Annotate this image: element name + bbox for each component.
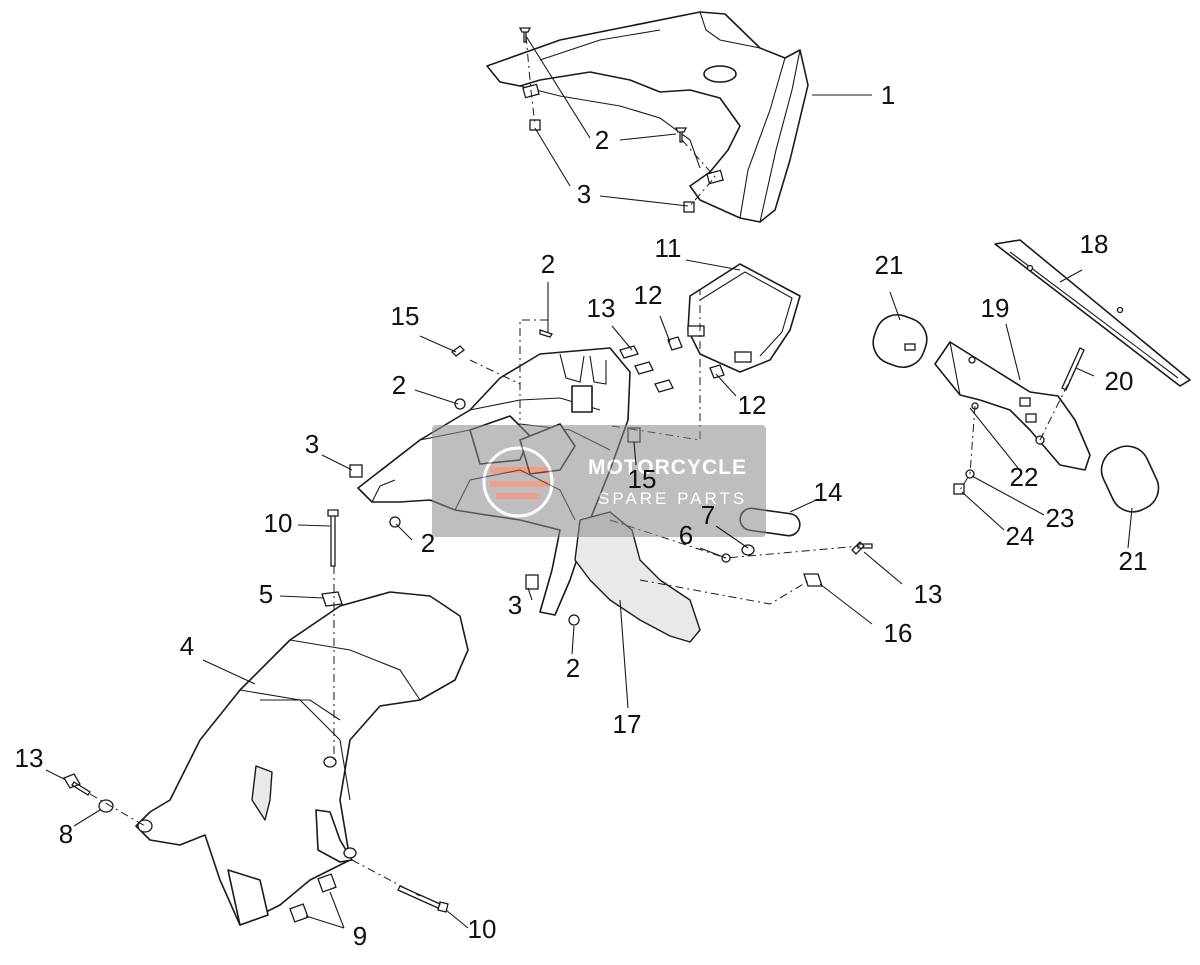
callout-22: 22 [1010, 462, 1039, 492]
callout-20: 20 [1105, 366, 1134, 396]
callout-12-bottom: 12 [738, 390, 767, 420]
callout-10-top: 10 [264, 508, 293, 538]
callout-13-right: 13 [914, 579, 943, 609]
callout-21-bottom: 21 [1119, 546, 1148, 576]
callout-2-left: 2 [392, 370, 406, 400]
rubber-pad-parts [872, 314, 1160, 513]
callout-11: 11 [655, 233, 682, 263]
callout-18: 18 [1080, 229, 1109, 259]
callout-2-subframe: 2 [541, 249, 555, 279]
watermark-title: MOTORCYCLE [588, 456, 747, 479]
callout-14: 14 [814, 477, 843, 507]
callout-8: 8 [59, 819, 73, 849]
rear-mudguard-part [135, 591, 469, 926]
callout-21-top: 21 [875, 250, 904, 280]
callout-15-right: 15 [628, 464, 657, 494]
callout-19: 19 [981, 293, 1010, 323]
callout-9: 9 [353, 921, 367, 951]
callout-24: 24 [1006, 521, 1035, 551]
callout-13-top: 13 [587, 293, 616, 323]
callout-3-left: 3 [305, 429, 319, 459]
number-plate-light-cover-part [687, 263, 801, 373]
callout-leader-lines [45, 35, 1133, 929]
watermark: MOTORCYCLE SPARE PARTS [432, 425, 766, 537]
callout-12-top: 12 [634, 280, 663, 310]
fastener-hardware [63, 329, 1085, 923]
screw-and-clip-hardware-top [518, 27, 695, 213]
callout-1: 1 [881, 80, 895, 110]
watermark-subtitle: SPARE PARTS [598, 489, 747, 508]
license-plate-bracket-part [934, 341, 1091, 471]
callout-2-bottom: 2 [566, 653, 580, 683]
callout-2-mid: 2 [421, 528, 435, 558]
callout-23: 23 [1046, 503, 1075, 533]
callout-2-top: 2 [595, 125, 609, 155]
callout-15-left: 15 [391, 301, 420, 331]
callout-13-left: 13 [15, 743, 44, 773]
rear-tail-cover-part [486, 11, 809, 223]
callout-3-top: 3 [577, 179, 591, 209]
callout-7: 7 [701, 500, 715, 530]
license-plate-part [994, 239, 1191, 387]
callout-5: 5 [259, 579, 273, 609]
callout-6: 6 [679, 520, 693, 550]
callout-16: 16 [884, 618, 913, 648]
callout-3-bottom: 3 [508, 590, 522, 620]
callout-17: 17 [613, 709, 642, 739]
callout-4: 4 [180, 631, 194, 661]
callout-10-bottom: 10 [468, 914, 497, 944]
callout-numbers: 1 2 3 11 2 13 12 15 2 12 3 15 10 2 14 7 … [15, 80, 1148, 951]
